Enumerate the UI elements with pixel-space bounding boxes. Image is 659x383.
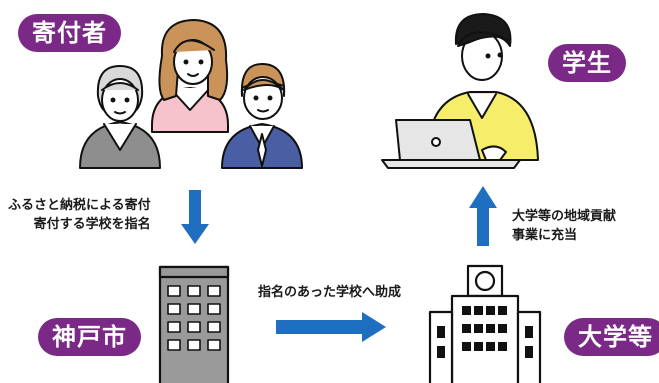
student-label: 学生 bbox=[548, 44, 626, 82]
donors-illustration bbox=[79, 19, 303, 169]
student-laptop-illustration bbox=[381, 13, 539, 169]
donation-caption-line2: 寄付する学校を指名 bbox=[33, 217, 151, 232]
university-building-icon bbox=[428, 264, 542, 383]
donor-woman-figure bbox=[151, 19, 229, 133]
donation-caption-line1: ふるさと納税による寄付 bbox=[8, 198, 151, 213]
arrow-up-icon bbox=[469, 186, 497, 246]
arrow-right-icon bbox=[276, 312, 386, 342]
donor-elderly-figure bbox=[79, 65, 161, 169]
contribution-caption: 大学等の地域貢献 事業に充当 bbox=[512, 207, 616, 245]
donor-label: 寄付者 bbox=[18, 14, 121, 52]
university-label: 大学等 bbox=[564, 318, 659, 356]
city-hall-building-icon bbox=[158, 265, 230, 383]
contribution-caption-line2: 事業に充当 bbox=[512, 228, 578, 243]
arrow-down-icon bbox=[181, 190, 209, 244]
donor-man-figure bbox=[221, 63, 303, 169]
donation-caption: ふるさと納税による寄付 寄付する学校を指名 bbox=[8, 196, 151, 234]
contribution-caption-line1: 大学等の地域貢献 bbox=[512, 209, 617, 224]
city-label: 神戸市 bbox=[38, 318, 141, 356]
grant-caption: 指名のあった学校へ助成 bbox=[258, 285, 402, 300]
